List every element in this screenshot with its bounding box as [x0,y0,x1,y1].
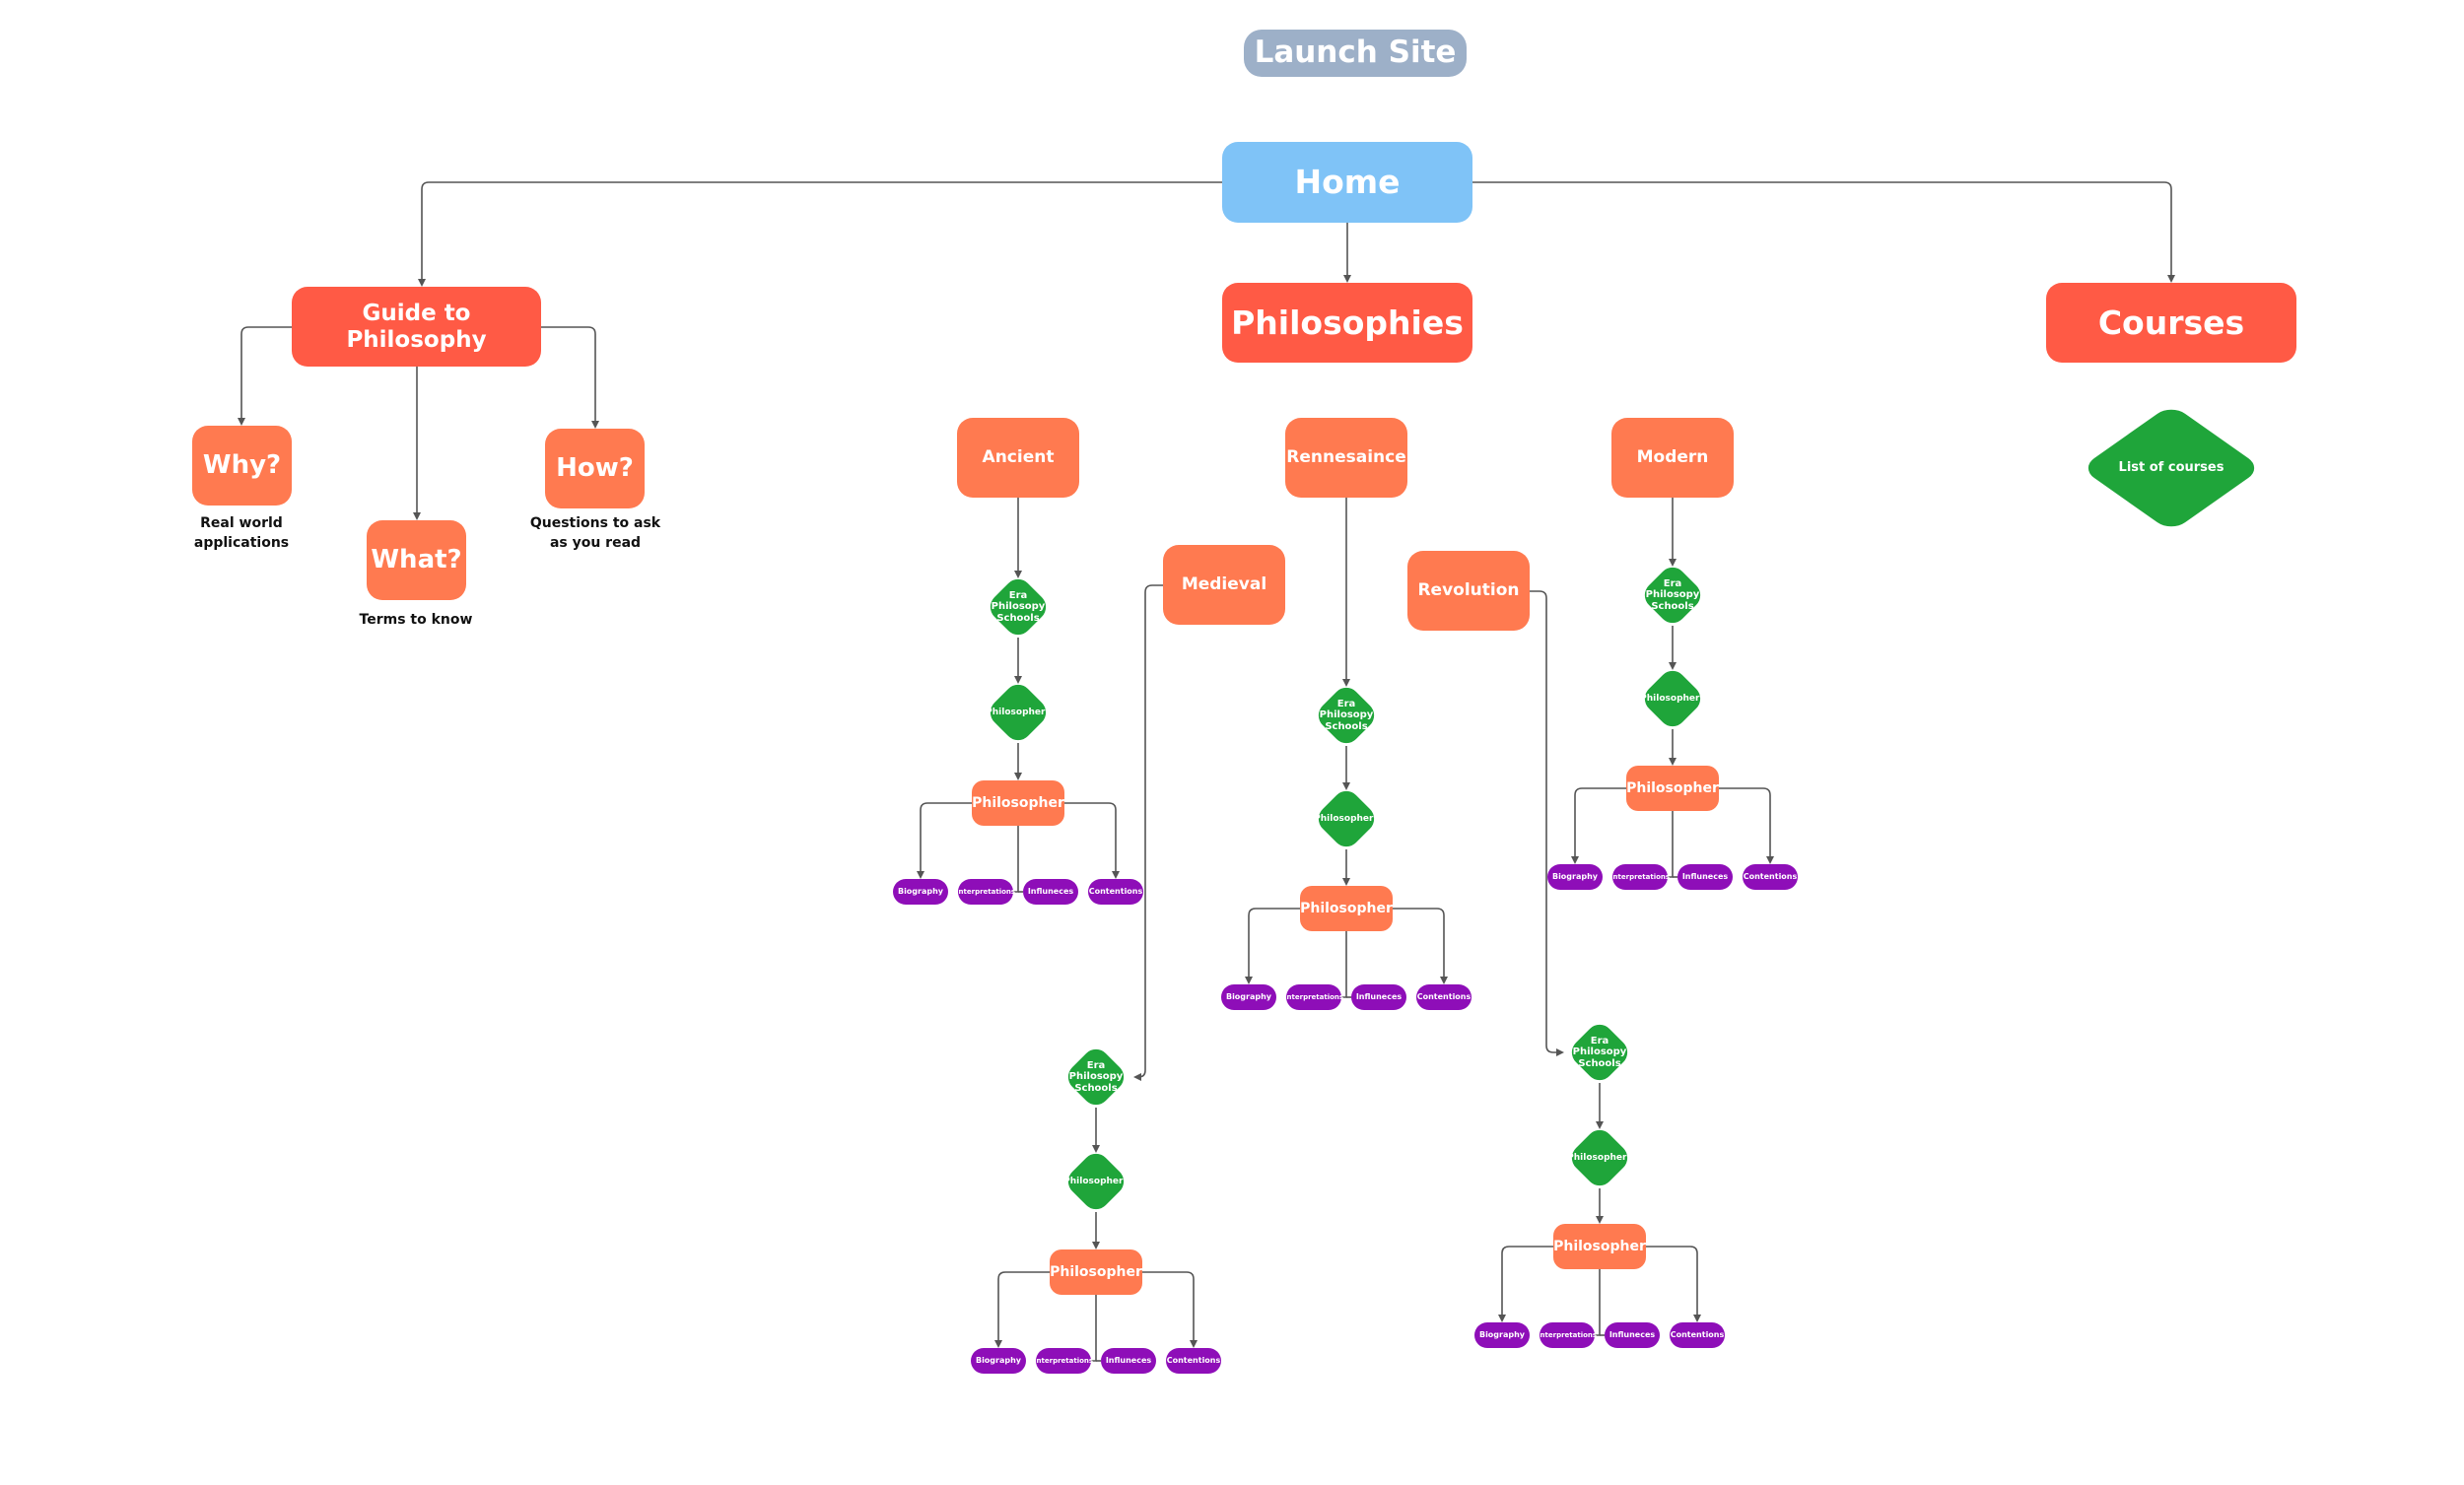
launch-site-node[interactable]: Launch Site [1244,30,1467,77]
ancient-philosopher-node[interactable]: Philosopher [972,780,1064,826]
home-node[interactable]: Home [1222,142,1472,223]
connector-line-10 [1064,802,1120,879]
connector-line-30 [994,1271,1050,1348]
revolution-biography-node[interactable]: Biography [1474,1322,1530,1348]
era-medieval-node[interactable]: Medieval [1163,545,1285,625]
connector-line-23 [1571,787,1626,864]
what-caption: Terms to know [359,612,473,628]
revolution-philosopher-node[interactable]: Philosopher [1553,1224,1646,1269]
ancient-philosophers-node[interactable]: Philosophers [977,678,1060,747]
connector-line-5 [541,326,599,429]
ancient-schools-node[interactable]: Era Philosopy Schools [977,573,1060,641]
how-caption: Questions to ask as you read [529,515,661,552]
connector-line-17 [1393,908,1448,984]
ancient-influneces-node[interactable]: Influneces [1023,879,1078,905]
connector-line-18 [1341,931,1347,998]
connector-line-25 [1668,811,1674,878]
revolution-interpretations-node[interactable]: Interpretations [1538,1322,1597,1348]
medieval-influneces-node[interactable]: Influneces [1101,1348,1156,1374]
connector-line-38 [1646,1246,1701,1322]
connector-line-11 [1013,826,1019,893]
medieval-philosophers-node[interactable]: Philosophers [1055,1147,1137,1216]
rennesaince-influneces-node[interactable]: Influneces [1351,984,1406,1010]
connector-line-3 [238,326,292,426]
medieval-interpretations-node[interactable]: Interpretations [1034,1348,1093,1374]
medieval-philosopher-node[interactable]: Philosopher [1050,1249,1142,1295]
list-of-courses-node[interactable]: List of courses [2078,403,2265,533]
rennesaince-interpretations-node[interactable]: Interpretations [1284,984,1343,1010]
connector-line-37 [1498,1246,1553,1322]
era-modern-node[interactable]: Modern [1611,418,1734,498]
connector-line-0 [418,181,1222,287]
era-rennesaince-node[interactable]: Rennesaince [1285,418,1407,498]
modern-philosopher-node[interactable]: Philosopher [1626,766,1719,811]
philosophies-node[interactable]: Philosophies [1222,283,1472,363]
how-node[interactable]: How? [545,429,645,508]
modern-schools-node[interactable]: Era Philosopy Schools [1631,561,1714,630]
modern-biography-node[interactable]: Biography [1547,864,1603,890]
connector-line-34 [1530,590,1564,1056]
modern-philosophers-node[interactable]: Philosophers [1631,664,1714,733]
why-node[interactable]: Why? [192,426,292,506]
connector-line-16 [1245,908,1300,984]
medieval-contentions-node[interactable]: Contentions [1166,1348,1221,1374]
rennesaince-biography-node[interactable]: Biography [1221,984,1276,1010]
modern-influneces-node[interactable]: Influneces [1677,864,1733,890]
ancient-interpretations-node[interactable]: Interpretations [956,879,1015,905]
modern-interpretations-node[interactable]: Interpretations [1610,864,1670,890]
rennesaince-contentions-node[interactable]: Contentions [1416,984,1472,1010]
modern-contentions-node[interactable]: Contentions [1743,864,1798,890]
ancient-biography-node[interactable]: Biography [893,879,948,905]
medieval-biography-node[interactable]: Biography [971,1348,1026,1374]
courses-node[interactable]: Courses [2046,283,2296,363]
connector-line-27 [1133,584,1163,1081]
revolution-influneces-node[interactable]: Influneces [1605,1322,1660,1348]
era-ancient-node[interactable]: Ancient [957,418,1079,498]
rennesaince-philosopher-node[interactable]: Philosopher [1300,886,1393,931]
revolution-contentions-node[interactable]: Contentions [1670,1322,1725,1348]
connector-line-39 [1595,1269,1601,1336]
revolution-philosophers-node[interactable]: Philosophers [1558,1123,1641,1192]
rennesaince-schools-node[interactable]: Era Philosopy Schools [1305,681,1388,750]
connector-line-1 [1472,181,2175,283]
rennesaince-philosophers-node[interactable]: Philosophers [1305,784,1388,853]
what-node[interactable]: What? [367,520,466,600]
guide-to-philosophy-node[interactable]: Guide to Philosophy [292,287,541,367]
connector-line-32 [1091,1295,1097,1362]
era-revolution-node[interactable]: Revolution [1407,551,1530,631]
why-caption: Real world applications [193,515,290,552]
connector-line-9 [917,802,972,879]
medieval-schools-node[interactable]: Era Philosopy Schools [1055,1043,1137,1112]
revolution-schools-node[interactable]: Era Philosopy Schools [1558,1018,1641,1087]
ancient-contentions-node[interactable]: Contentions [1088,879,1143,905]
connector-line-24 [1719,787,1774,864]
connector-line-31 [1142,1271,1198,1348]
